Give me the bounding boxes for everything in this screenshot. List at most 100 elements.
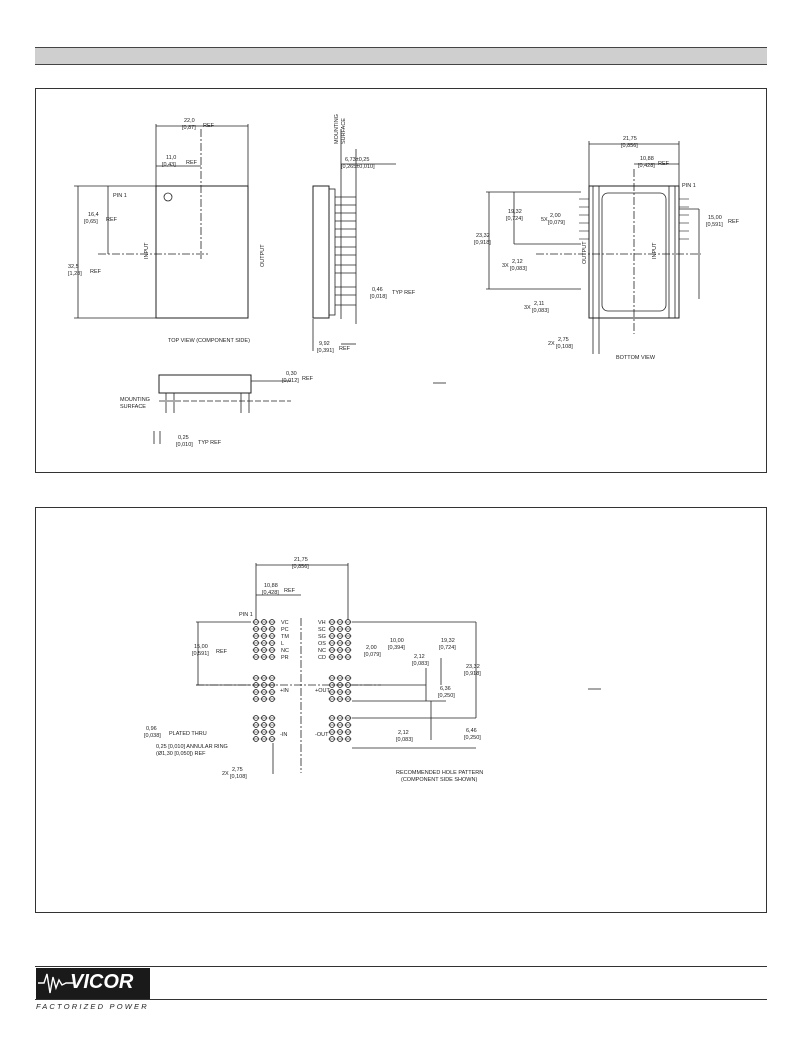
brand-name: VICOR (70, 971, 134, 993)
vicor-logo (36, 968, 150, 999)
svg-text:10,00: 10,00 (390, 638, 404, 644)
svg-text:[0,083]: [0,083] (510, 266, 527, 272)
svg-text:+OUT: +OUT (315, 688, 330, 694)
svg-text:REF: REF (216, 649, 228, 655)
svg-text:19,32: 19,32 (441, 638, 455, 644)
pin-label: NC (281, 648, 289, 654)
svg-text:SURFACE: SURFACE (341, 118, 347, 144)
svg-text:-IN: -IN (280, 732, 287, 738)
svg-text:REF: REF (728, 219, 740, 225)
top-view-outline (155, 185, 249, 319)
svg-text:2,75: 2,75 (558, 337, 569, 343)
brand-tagline: FACTORIZED POWER (36, 1002, 149, 1011)
pin-label: TM (281, 634, 289, 640)
bottom-view-caption: BOTTOM VIEW (616, 355, 656, 361)
svg-text:[0,079]: [0,079] (548, 220, 565, 226)
pin1-marker (163, 192, 173, 202)
svg-text:[0,391]: [0,391] (317, 348, 334, 354)
svg-text:2,12: 2,12 (512, 259, 523, 265)
pin-label: SG (318, 634, 326, 640)
svg-text:[0,394]: [0,394] (388, 645, 405, 651)
svg-text:2,00: 2,00 (366, 645, 377, 651)
svg-text:2X: 2X (222, 771, 229, 777)
svg-text:[0,724]: [0,724] (506, 216, 523, 222)
svg-text:REF: REF (186, 160, 198, 166)
svg-text:OUTPUT: OUTPUT (260, 244, 266, 267)
svg-text:11,0: 11,0 (166, 155, 176, 161)
svg-text:[0,43]: [0,43] (162, 162, 176, 168)
svg-text:[1,28]: [1,28] (68, 271, 82, 277)
pin-label: OS (318, 641, 326, 647)
svg-text:[0,918]: [0,918] (464, 671, 481, 677)
svg-text:TYP REF: TYP REF (198, 440, 222, 446)
svg-text:[0,010]: [0,010] (176, 442, 193, 448)
pin-label: CD (318, 655, 326, 661)
svg-text:REF: REF (302, 376, 314, 382)
svg-text:0,25: 0,25 (178, 435, 189, 441)
top-view-caption: TOP VIEW (COMPONENT SIDE) (168, 338, 250, 344)
svg-text:REF: REF (284, 588, 296, 594)
svg-text:MOUNTING: MOUNTING (120, 397, 150, 403)
svg-text:+IN: +IN (280, 688, 289, 694)
svg-text:PLATED THRU: PLATED THRU (169, 731, 207, 737)
svg-text:OUTPUT: OUTPUT (582, 241, 588, 264)
logo-waveform-icon (38, 973, 74, 994)
svg-text:2,11: 2,11 (534, 301, 544, 307)
svg-text:REF: REF (90, 269, 102, 275)
hole-pattern-drawing: 21,75 [0,856] 10,88 [0,428] REF PIN 1 15… (144, 557, 601, 783)
svg-text:3X: 3X (524, 305, 531, 311)
svg-text:2,12: 2,12 (398, 730, 409, 736)
svg-text:[0,108]: [0,108] (230, 774, 247, 780)
svg-text:MOUNTING: MOUNTING (334, 114, 340, 144)
svg-text:[0,083]: [0,083] (532, 308, 549, 314)
pin-label: L (281, 641, 284, 647)
svg-text:REF: REF (658, 161, 670, 167)
svg-text:REF: REF (106, 217, 118, 223)
svg-text:[0,591]: [0,591] (706, 222, 723, 228)
hole-pattern-subcaption: (COMPONENT SIDE SHOWN) (401, 777, 477, 783)
footer-rule-top (35, 966, 767, 967)
svg-text:21,75: 21,75 (294, 557, 308, 563)
svg-text:32,5: 32,5 (68, 264, 79, 270)
mechanical-drawing-panel: 22,0 [0,87] REF 11,0 [0,43] REF PIN 1 16… (35, 88, 767, 473)
svg-text:6,73±0,25: 6,73±0,25 (345, 157, 369, 163)
svg-text:TYP REF: TYP REF (392, 290, 416, 296)
svg-text:INPUT: INPUT (652, 242, 658, 259)
svg-text:[0,250]: [0,250] (464, 735, 481, 741)
pin-label: VH (318, 620, 326, 626)
pin-label: PC (281, 627, 289, 633)
svg-text:[0,250]: [0,250] (438, 693, 455, 699)
svg-text:[0,012]: [0,012] (282, 378, 299, 384)
svg-text:[0,428]: [0,428] (262, 590, 279, 596)
svg-text:[0,083]: [0,083] (396, 737, 413, 743)
svg-text:5X: 5X (541, 217, 548, 223)
svg-text:15,00: 15,00 (194, 644, 208, 650)
svg-text:[0,87]: [0,87] (182, 125, 196, 131)
svg-text:-OUT: -OUT (315, 732, 329, 738)
svg-text:0,96: 0,96 (146, 726, 157, 732)
svg-text:3X: 3X (502, 263, 509, 269)
svg-text:[0,724]: [0,724] (439, 645, 456, 651)
svg-text:10,88: 10,88 (640, 156, 654, 162)
svg-text:2,12: 2,12 (414, 654, 425, 660)
bottom-view: 21,75 [0,856] 10,88 [0,428] REF PIN 1 19… (474, 136, 740, 361)
svg-text:[0,038]: [0,038] (144, 733, 161, 739)
svg-text:0,25 [0,010] ANNULAR RING: 0,25 [0,010] ANNULAR RING (156, 744, 228, 750)
pin-label: VC (281, 620, 289, 626)
side-view: MOUNTING SURFACE 6,73±0,25 [0,265±0,010]… (312, 114, 416, 354)
section-header-bar (35, 47, 767, 65)
svg-text:[0,108]: [0,108] (556, 344, 573, 350)
svg-text:PIN 1: PIN 1 (682, 183, 696, 189)
svg-text:9,92: 9,92 (319, 341, 330, 347)
svg-text:[0,079]: [0,079] (364, 652, 381, 658)
svg-text:16,4: 16,4 (88, 212, 99, 218)
svg-text:2,00: 2,00 (550, 213, 561, 219)
footer-rule-bottom (35, 999, 767, 1000)
hole-grid (252, 619, 352, 742)
side-view-body (312, 185, 330, 319)
svg-text:INPUT: INPUT (144, 242, 150, 259)
svg-text:REF: REF (339, 346, 351, 352)
svg-text:21,75: 21,75 (623, 136, 637, 142)
